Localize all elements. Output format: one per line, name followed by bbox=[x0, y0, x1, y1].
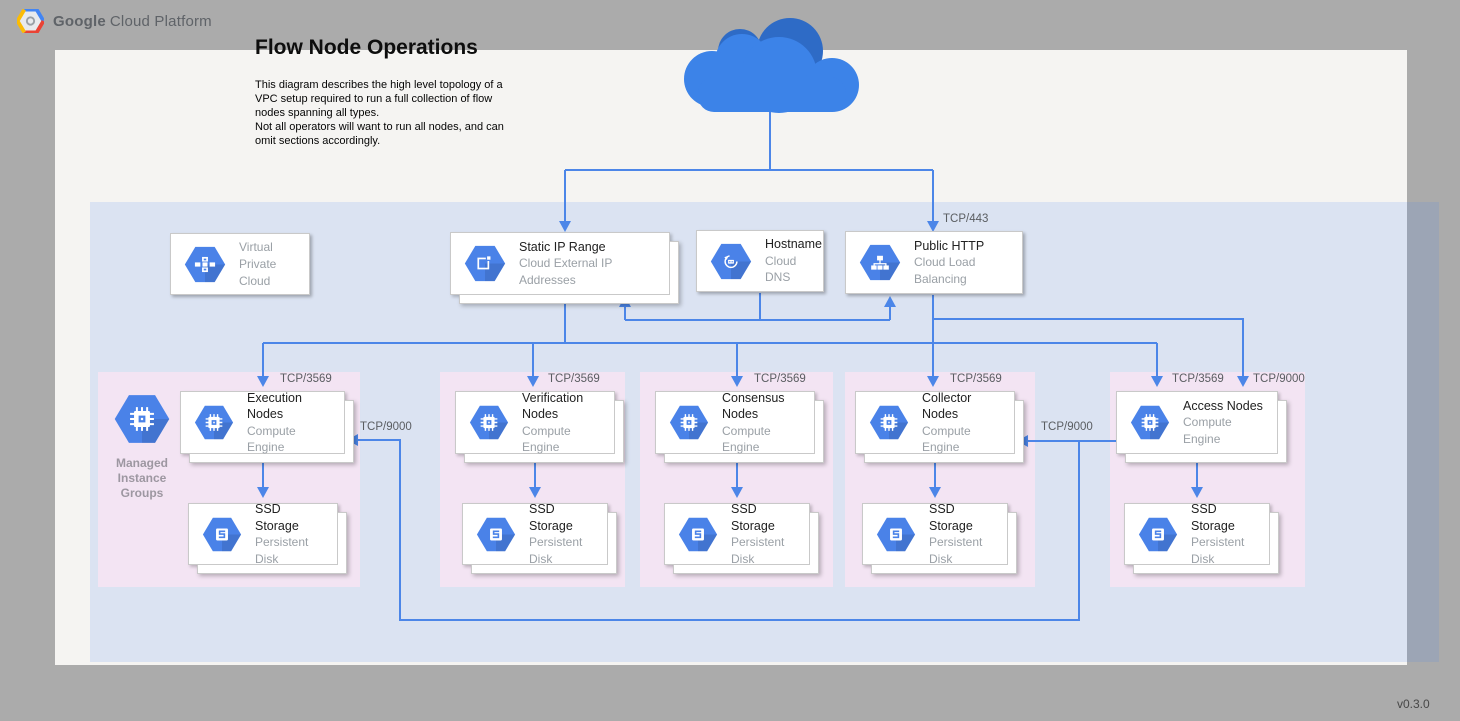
cloud-load-balancing-icon bbox=[859, 244, 901, 281]
persistent-disk-icon bbox=[678, 517, 718, 552]
persistent-disk-icon bbox=[876, 517, 916, 552]
card-title: SSD Storage bbox=[1191, 502, 1235, 533]
card-subtitle: Cloud DNS bbox=[765, 253, 797, 285]
port-label-tcp3569-consensus: TCP/3569 bbox=[754, 373, 806, 385]
card-title: Consensus Nodes bbox=[722, 390, 785, 422]
managed-instance-groups-label: Managed Instance Groups bbox=[115, 456, 168, 500]
card-title: Hostname bbox=[765, 237, 822, 252]
port-label-tcp9000-access: TCP/9000 bbox=[1253, 373, 1305, 385]
port-label-tcp443: TCP/443 bbox=[943, 213, 989, 225]
card-static-ip-range: Static IP Range Cloud External IP Addres… bbox=[450, 232, 670, 295]
card-collector-ssd-storage: SSD Storage Persistent Disk bbox=[862, 502, 1008, 566]
card-title: SSD Storage bbox=[929, 502, 973, 533]
managed-instance-groups: Managed Instance Groups bbox=[108, 394, 176, 501]
compute-engine-icon bbox=[669, 405, 709, 440]
card-title: SSD Storage bbox=[731, 502, 775, 533]
card-subtitle: Compute Engine bbox=[922, 423, 971, 455]
compute-engine-icon bbox=[1130, 405, 1170, 440]
internet-cloud-icon bbox=[684, 18, 859, 113]
card-label: Virtual Private Cloud bbox=[239, 239, 277, 288]
google-cloud-logo-icon bbox=[17, 9, 44, 33]
port-label-tcp3569-verification: TCP/3569 bbox=[548, 373, 600, 385]
card-title: Static IP Range bbox=[519, 239, 606, 254]
card-subtitle: Persistent Disk bbox=[929, 535, 983, 566]
card-title: Access Nodes bbox=[1183, 398, 1263, 413]
compute-engine-icon bbox=[194, 405, 234, 440]
port-label-tcp3569-collector: TCP/3569 bbox=[950, 373, 1002, 385]
card-verification-nodes: Verification Nodes Compute Engine bbox=[455, 391, 615, 454]
card-public-http: Public HTTP Cloud Load Balancing bbox=[845, 231, 1023, 294]
card-subtitle: Persistent Disk bbox=[1191, 535, 1245, 566]
compute-engine-icon bbox=[113, 394, 171, 444]
port-label-tcp9000-execution: TCP/9000 bbox=[360, 421, 412, 433]
card-execution-nodes: Execution Nodes Compute Engine bbox=[180, 391, 345, 454]
card-consensus-ssd-storage: SSD Storage Persistent Disk bbox=[664, 502, 810, 566]
card-subtitle: Persistent Disk bbox=[529, 535, 583, 566]
port-label-tcp9000-collector: TCP/9000 bbox=[1041, 421, 1093, 433]
external-ip-icon bbox=[464, 245, 506, 282]
card-subtitle: Compute Engine bbox=[522, 423, 571, 455]
card-virtual-private-cloud: Virtual Private Cloud bbox=[170, 233, 310, 295]
persistent-disk-icon bbox=[202, 517, 242, 552]
cloud-dns-icon bbox=[710, 243, 752, 280]
compute-engine-icon bbox=[469, 405, 509, 440]
port-label-tcp3569-execution: TCP/3569 bbox=[280, 373, 332, 385]
page-title: Flow Node Operations bbox=[255, 36, 478, 59]
card-collector-nodes: Collector Nodes Compute Engine bbox=[855, 391, 1015, 454]
port-label-tcp3569-access: TCP/3569 bbox=[1172, 373, 1224, 385]
card-title: Public HTTP bbox=[914, 238, 985, 253]
card-title: Verification Nodes bbox=[522, 390, 584, 422]
card-title: SSD Storage bbox=[529, 502, 573, 533]
card-subtitle: Cloud Load Balancing bbox=[914, 255, 976, 286]
card-subtitle: Compute Engine bbox=[1183, 415, 1232, 446]
card-title: Execution Nodes bbox=[247, 390, 302, 422]
card-execution-ssd-storage: SSD Storage Persistent Disk bbox=[188, 502, 338, 566]
card-hostname: Hostname Cloud DNS bbox=[696, 230, 824, 292]
card-verification-ssd-storage: SSD Storage Persistent Disk bbox=[462, 502, 608, 566]
card-subtitle: Persistent Disk bbox=[731, 535, 785, 566]
persistent-disk-icon bbox=[476, 517, 516, 552]
card-access-ssd-storage: SSD Storage Persistent Disk bbox=[1124, 502, 1270, 566]
card-title: SSD Storage bbox=[255, 502, 299, 533]
version-label: v0.3.0 bbox=[1397, 697, 1430, 711]
card-subtitle: Compute Engine bbox=[247, 423, 296, 455]
card-subtitle: Compute Engine bbox=[722, 423, 771, 455]
compute-engine-icon bbox=[869, 405, 909, 440]
card-access-nodes: Access Nodes Compute Engine bbox=[1116, 391, 1278, 454]
persistent-disk-icon bbox=[1138, 517, 1178, 552]
card-subtitle: Cloud External IP Addresses bbox=[519, 256, 613, 287]
card-subtitle: Persistent Disk bbox=[255, 535, 309, 566]
virtual-private-cloud-icon bbox=[184, 246, 226, 283]
page-description: This diagram describes the high level to… bbox=[255, 79, 504, 147]
card-title: Collector Nodes bbox=[922, 390, 972, 422]
card-consensus-nodes: Consensus Nodes Compute Engine bbox=[655, 391, 815, 454]
